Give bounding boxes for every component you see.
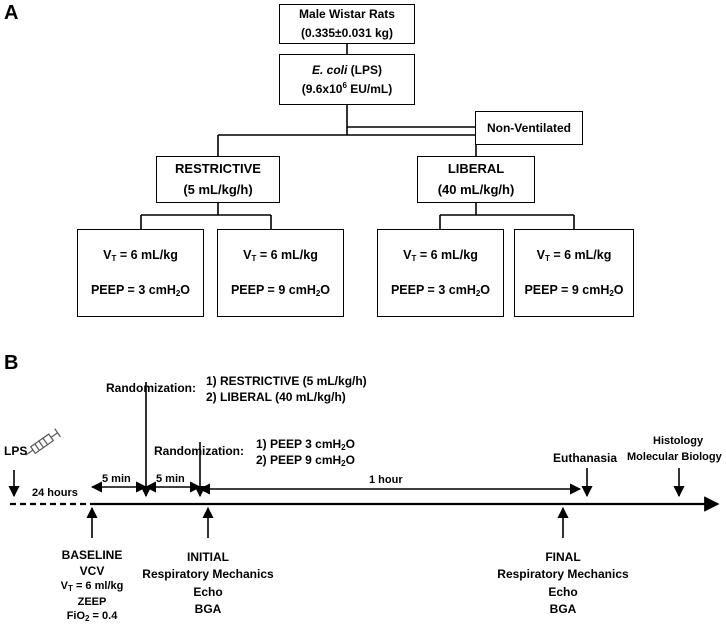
baseline-vt: VT = 6 ml/kg [60, 580, 124, 594]
non-ventilated-label: Non-Ventilated [486, 120, 571, 135]
initial-title: INITIAL [187, 550, 229, 564]
group-peep: PEEP = 3 cmH2O [390, 282, 491, 298]
non-ventilated-box: Non-Ventilated [475, 111, 583, 145]
randomization1-label: Randomization: [106, 381, 196, 395]
group-peep: PEEP = 9 cmH2O [230, 282, 331, 298]
liberal-title: LIBERAL [447, 161, 505, 177]
liberal-rate: (40 mL/kg/h) [437, 181, 515, 197]
baseline-title: BASELINE [61, 548, 123, 562]
euthanasia-label: Euthanasia [553, 451, 618, 465]
final-bga: BGA [549, 602, 577, 617]
group-peep: PEEP = 9 cmH2O [524, 282, 624, 298]
final-echo: Echo [548, 584, 578, 599]
rats-box: Male Wistar Rats (0.335±0.031 kg) [279, 4, 415, 44]
randomization2-label: Randomization: [154, 444, 244, 458]
group-box-restrictive-peep3: VT = 6 mL/kg PEEP = 3 cmH2O [77, 229, 204, 317]
panel-b-label: B [4, 352, 19, 374]
restrictive-box: RESTRICTIVE (5 mL/kg/h) [156, 156, 280, 203]
restrictive-rate: (5 mL/kg/h) [183, 181, 253, 197]
group-vt: VT = 6 mL/kg [243, 247, 318, 263]
duration-5-min-b: 5 min [156, 473, 185, 485]
molecular-biology-label: Molecular Biology [627, 451, 722, 463]
group-peep: PEEP = 3 cmH2O [90, 282, 191, 298]
lps-label: LPS [4, 444, 28, 458]
randomization1-option2: 2) LIBERAL (40 mL/kg/h) [206, 390, 346, 404]
baseline-zeep: ZEEP [77, 595, 107, 608]
panel-a-label: A [4, 2, 19, 24]
rats-title: Male Wistar Rats [299, 7, 395, 22]
lps-dose: (9.6x106 EU/mL) [301, 80, 393, 96]
group-box-restrictive-peep9: VT = 6 mL/kg PEEP = 9 cmH2O [217, 229, 344, 317]
restrictive-title: RESTRICTIVE [175, 161, 261, 177]
group-vt: VT = 6 mL/kg [403, 247, 478, 263]
lps-title: E. coli (LPS) [311, 62, 382, 77]
randomization2-option2: 2) PEEP 9 cmH2O [256, 453, 355, 468]
baseline-block: BASELINE VCV VT = 6 ml/kg ZEEP FiO2 = 0.… [52, 548, 132, 624]
final-respiratory-mechanics: Respiratory Mechanics [497, 567, 629, 582]
initial-block: INITIAL Respiratory Mechanics Echo BGA [134, 549, 282, 619]
group-vt: VT = 6 mL/kg [103, 247, 178, 263]
initial-bga: BGA [194, 602, 222, 617]
duration-5-min-a: 5 min [102, 473, 131, 485]
duration-1-hour: 1 hour [369, 474, 403, 486]
group-vt: VT = 6 mL/kg [536, 247, 612, 263]
initial-echo: Echo [193, 584, 223, 599]
baseline-fio2: FiO2 = 0.4 [66, 609, 118, 623]
rats-weight: (0.335±0.031 kg) [301, 26, 393, 40]
randomization1-option1: 1) RESTRICTIVE (5 mL/kg/h) [206, 374, 367, 388]
group-box-liberal-peep3: VT = 6 mL/kg PEEP = 3 cmH2O [377, 229, 504, 317]
randomization2-option1: 1) PEEP 3 cmH2O [256, 437, 355, 452]
group-box-liberal-peep9: VT = 6 mL/kg PEEP = 9 cmH2O [514, 229, 634, 317]
final-title: FINAL [545, 550, 581, 564]
baseline-mode: VCV [79, 563, 105, 578]
lps-box: E. coli (LPS) (9.6x106 EU/mL) [279, 54, 415, 105]
histology-label: Histology [653, 435, 704, 447]
initial-respiratory-mechanics: Respiratory Mechanics [142, 567, 274, 582]
syringe-icon [25, 428, 61, 456]
final-block: FINAL Respiratory Mechanics Echo BGA [489, 549, 637, 619]
liberal-box: LIBERAL (40 mL/kg/h) [417, 156, 535, 203]
duration-24-hours: 24 hours [32, 487, 78, 499]
